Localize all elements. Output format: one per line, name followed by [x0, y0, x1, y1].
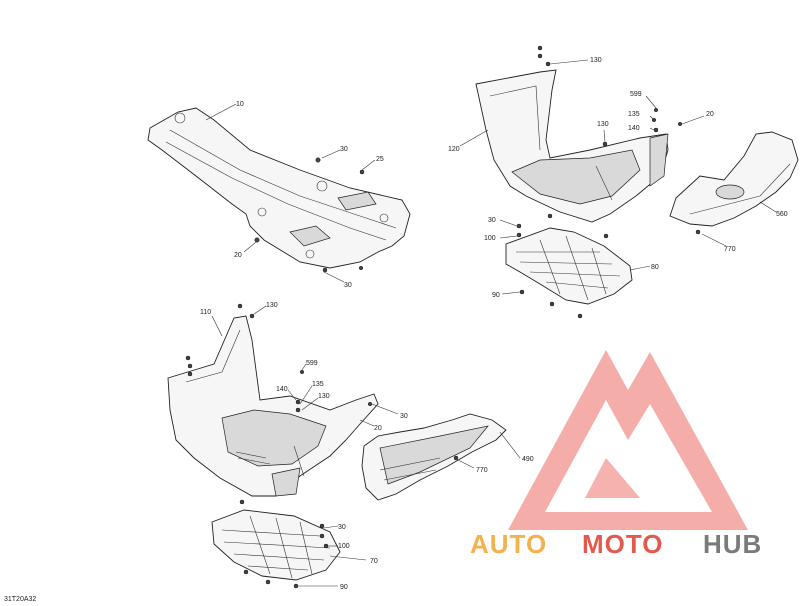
fasteners-frame [254, 157, 365, 273]
callout-30-a: 30 [340, 146, 348, 153]
callout-70: 70 [370, 558, 378, 565]
callouts: 10 30 25 20 30 130 599 135 140 130 20 12… [200, 57, 788, 591]
callout-100-a: 100 [484, 235, 496, 242]
callout-490: 490 [522, 456, 534, 463]
callout-30-e: 30 [338, 524, 346, 531]
watermark-moto: MOTO [582, 529, 664, 559]
callout-770-a: 770 [724, 246, 736, 253]
callout-80: 80 [651, 264, 659, 271]
callout-140-a: 140 [628, 125, 640, 132]
part-footrest-left [211, 509, 341, 581]
callout-100-b: 100 [338, 543, 350, 550]
part-mudguard-right [669, 131, 799, 227]
watermark-wordmark: AUTO MOTO HUB [470, 529, 762, 559]
callout-20-a: 20 [234, 252, 242, 259]
fastener-770-left [453, 455, 459, 461]
part-footwell-left [167, 315, 379, 497]
callout-130-c: 130 [266, 302, 278, 309]
callout-135-a: 135 [628, 111, 640, 118]
watermark-hub: HUB [703, 529, 762, 559]
callout-30-b: 30 [344, 282, 352, 289]
diagram-code: 31T20A32 [4, 596, 36, 603]
fasteners-footwell-left [185, 303, 373, 413]
fasteners-footrest-right [516, 213, 609, 319]
callout-25: 25 [376, 156, 384, 163]
leader-lines [205, 59, 777, 587]
watermark-logo [508, 350, 748, 530]
callout-130-d: 130 [318, 393, 330, 400]
part-footrest-right [505, 227, 633, 305]
callout-560: 560 [776, 211, 788, 218]
callout-140-b: 140 [276, 386, 288, 393]
callout-599-b: 599 [306, 360, 318, 367]
callout-90-b: 90 [340, 584, 348, 591]
part-footwell-right [475, 69, 669, 223]
callout-30-c: 30 [488, 217, 496, 224]
part-mudguard-left [361, 413, 507, 501]
callout-10: 10 [236, 101, 244, 108]
callout-135-b: 135 [312, 381, 324, 388]
callout-30-d: 30 [400, 413, 408, 420]
part-frame-panel [147, 107, 411, 269]
watermark-auto: AUTO [470, 529, 547, 559]
fasteners-footrest-left [239, 499, 329, 589]
fastener-770-right [695, 229, 701, 235]
callout-130-b: 130 [597, 121, 609, 128]
callout-130-a: 130 [590, 57, 602, 64]
callout-110: 110 [200, 309, 211, 316]
callout-20-b: 20 [706, 111, 714, 118]
callout-90-a: 90 [492, 292, 500, 299]
callout-120: 120 [448, 146, 460, 153]
fasteners-footwell-right [537, 45, 683, 147]
callout-20-c: 20 [374, 425, 382, 432]
callout-599-a: 599 [630, 91, 642, 98]
callout-770-b: 770 [476, 467, 488, 474]
